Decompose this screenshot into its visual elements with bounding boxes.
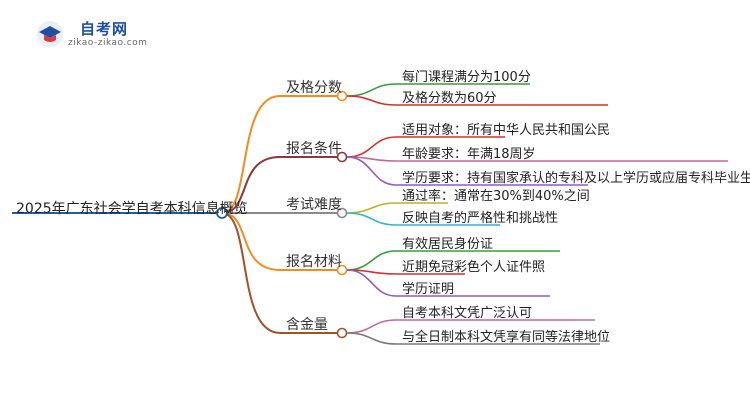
- branch-to-leaf-connector: [346, 156, 397, 186]
- branch-node-circle: [336, 151, 348, 163]
- leaf-label: 学历要求：持有国家承认的专科及以上学历或应届专科毕业生: [402, 171, 750, 186]
- branch-to-leaf-connector: [346, 269, 397, 297]
- branch-node-circle: [336, 327, 348, 339]
- branch-label: 考试难度: [286, 197, 342, 213]
- branch-node-circle: [336, 207, 348, 219]
- branch-to-leaf-connector: [346, 332, 397, 345]
- root-node-circle: [216, 207, 228, 219]
- leaf-label: 每门课程满分为100分: [402, 70, 531, 85]
- branch-to-leaf-connector: [346, 250, 397, 271]
- leaf-label: 自考本科文凭广泛认可: [402, 306, 533, 321]
- leaf-label: 与全日制本科文凭享有同等法律地位: [402, 330, 611, 345]
- root-to-branch-connector: [221, 156, 281, 214]
- root-node-label: 2025年广东社会学自考本科信息概览: [16, 201, 248, 217]
- leaf-label: 有效居民身份证: [402, 237, 494, 252]
- branch-label: 含金量: [286, 317, 328, 333]
- branch-to-leaf-connector: [346, 136, 397, 158]
- branch-node-circle: [336, 264, 348, 276]
- logo: 自考网 zikao-zikao.com: [28, 14, 168, 54]
- branch-to-leaf-connector: [346, 319, 397, 334]
- leaf-label: 年龄要求：年满18周岁: [402, 147, 536, 162]
- graduation-cap-icon: [37, 21, 63, 47]
- branch-to-leaf-connector: [346, 202, 397, 214]
- branch-to-leaf-connector: [346, 95, 397, 106]
- root-to-branch-connector: [221, 212, 281, 334]
- leaf-label: 学历证明: [402, 282, 455, 297]
- logo-url: zikao-zikao.com: [68, 38, 148, 48]
- root-to-branch-connector: [221, 95, 281, 214]
- branch-node-circle: [336, 90, 348, 102]
- leaf-label: 及格分数为60分: [402, 91, 497, 106]
- branch-label: 报名条件: [286, 141, 342, 157]
- branch-to-leaf-connector: [346, 83, 397, 97]
- root-to-branch-connector: [221, 212, 281, 271]
- branch-label: 报名材料: [286, 254, 342, 270]
- leaf-label: 通过率：通常在30%到40%之间: [402, 189, 590, 204]
- logo-title: 自考网: [80, 20, 129, 38]
- branch-label: 及格分数: [286, 80, 342, 96]
- leaf-label: 近期免冠彩色个人证件照: [402, 260, 546, 275]
- leaf-label: 反映自考的严格性和挑战性: [402, 211, 559, 226]
- leaf-label: 适用对象：所有中华人民共和国公民: [402, 123, 611, 138]
- branch-to-leaf-connector: [346, 212, 397, 226]
